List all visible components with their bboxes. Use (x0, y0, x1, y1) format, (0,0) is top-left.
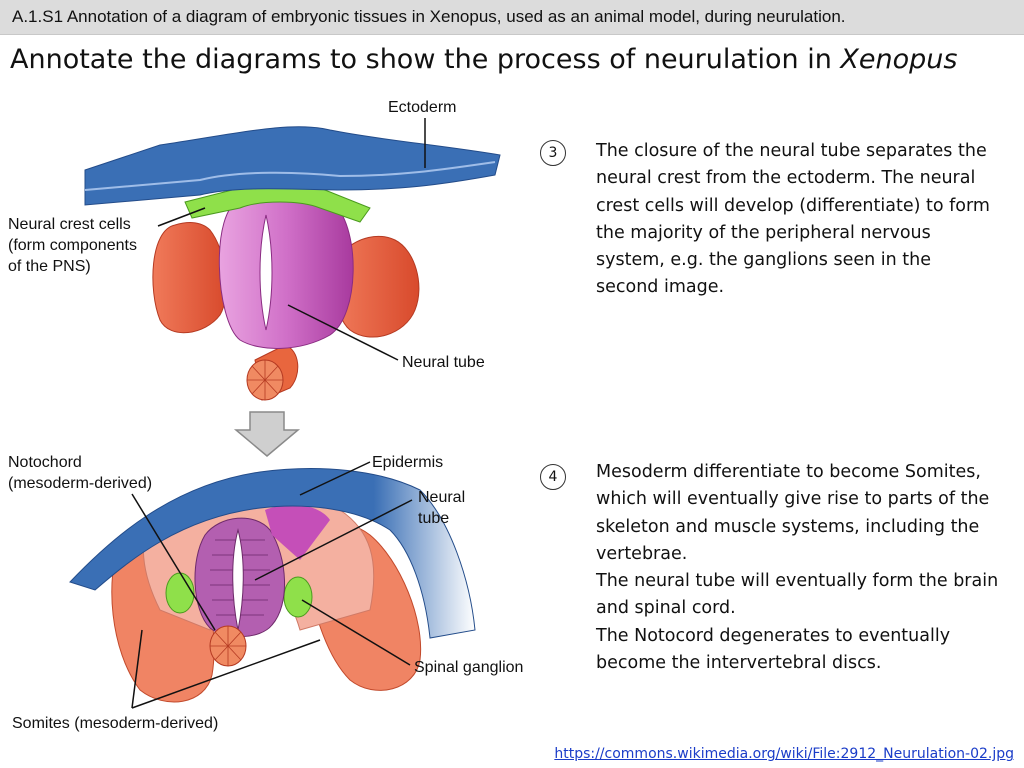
slide-title-italic: Xenopus (840, 44, 958, 75)
label-somites: Somites (mesoderm-derived) (12, 715, 218, 732)
neurulation-diagram: Ectoderm Neural crest cells (form compon… (8, 99, 523, 732)
label-neural-tube-top: Neural tube (402, 354, 485, 371)
step-3-paragraph: The closure of the neural tube separates… (596, 141, 990, 298)
step-3-text: The closure of the neural tube separates… (596, 138, 996, 302)
bottom-diagram: Notochord (mesoderm-derived) Epidermis N… (8, 454, 523, 732)
left-spinal-ganglion (165, 572, 195, 614)
label-neural-crest-2: (form components (8, 237, 137, 254)
slide-caption: A.1.S1 Annotation of a diagram of embryo… (12, 7, 846, 26)
step-4-paragraph-1: Mesoderm differentiate to become Somites… (596, 462, 990, 564)
step-4-paragraph-3: The Notocord degenerates to eventually b… (596, 625, 951, 674)
neural-tube-top (218, 192, 354, 349)
label-neural-tube-bottom-2: tube (418, 510, 449, 527)
slide-title: Annotate the diagrams to show the proces… (10, 44, 957, 75)
step-number-4: 4 (540, 464, 566, 490)
label-notochord-1: Notochord (8, 454, 82, 471)
slide-title-main: Annotate the diagrams to show the proces… (10, 44, 841, 75)
step-4-paragraph-2: The neural tube will eventually form the… (596, 571, 999, 619)
top-diagram: Ectoderm Neural crest cells (form compon… (8, 99, 501, 401)
right-spinal-ganglion (283, 576, 313, 618)
down-arrow (233, 411, 301, 457)
label-ectoderm: Ectoderm (388, 99, 456, 116)
step-number-3: 3 (540, 140, 566, 166)
neural-tube-dorsal (265, 504, 330, 560)
label-neural-tube-bottom-1: Neural (418, 489, 465, 506)
label-neural-crest-3: of the PNS) (8, 258, 91, 275)
label-neural-crest-1: Neural crest cells (8, 216, 131, 233)
ectoderm-sheet (84, 126, 501, 206)
step-4-text: Mesoderm differentiate to become Somites… (596, 459, 1001, 677)
epidermis-arc (69, 468, 476, 639)
label-notochord-2: (mesoderm-derived) (8, 475, 152, 492)
left-somite-top (152, 222, 227, 334)
notochord-top (246, 344, 299, 401)
label-spinal-ganglion: Spinal ganglion (414, 659, 523, 676)
notochord-bottom (209, 625, 247, 667)
label-epidermis: Epidermis (372, 454, 443, 471)
source-link[interactable]: https://commons.wikimedia.org/wiki/File:… (554, 746, 1014, 762)
caption-bar: A.1.S1 Annotation of a diagram of embryo… (0, 0, 1024, 35)
